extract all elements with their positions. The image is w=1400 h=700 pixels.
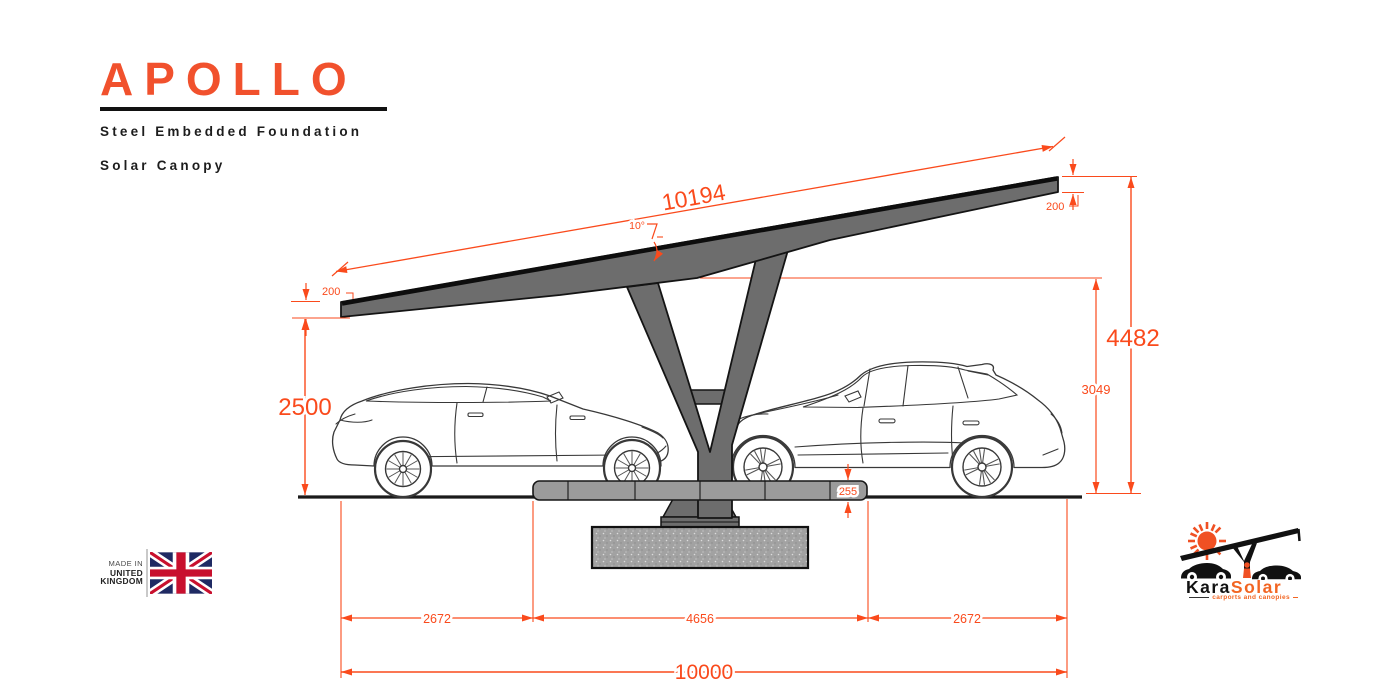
made-in-line2: UNITED	[110, 567, 143, 578]
dim-clearance-front-label: 2500	[278, 394, 331, 421]
dim-roof-length-label: 10194	[660, 179, 728, 216]
logo-left-car	[1181, 563, 1231, 580]
dim-extension-lines	[340, 499, 1068, 678]
flag-divider	[146, 549, 148, 597]
dim-bay-right-label: 2672	[953, 612, 981, 626]
sedan-car	[331, 382, 669, 499]
sedan-rear-wheel	[373, 439, 433, 499]
made-in-uk-badge: MADE IN UNITED KINGDOM	[96, 549, 212, 597]
foundation-block	[590, 525, 810, 570]
logo-tagline-row: carports and canopies	[1186, 594, 1298, 601]
brand-kara: Kara	[1186, 577, 1231, 597]
suv-rear-wheel	[950, 435, 1014, 499]
dim-bay-chain: 2672 4656 2672	[341, 610, 1067, 629]
tagline-dash-right	[1293, 596, 1298, 599]
product-subtitle: Steel Embedded Foundation Solar Canopy	[100, 123, 362, 174]
product-title: APOLLO	[100, 53, 358, 105]
canopy-icon	[1180, 528, 1301, 561]
dim-bay-left-label: 2672	[423, 612, 451, 626]
dim-overall-width: 10000	[341, 659, 1067, 687]
karasolar-wordmark: KaraSolar	[1186, 577, 1282, 598]
title-underline	[100, 107, 387, 111]
logo-right-car	[1252, 565, 1301, 580]
dim-clearance-front: 2500	[276, 319, 334, 495]
dim-panel-edge-right-label: 200	[1046, 201, 1064, 213]
dim-overall-height-label: 4482	[1106, 325, 1159, 352]
dim-bay-center-label: 4656	[686, 612, 714, 626]
subtitle-line2: Solar Canopy	[100, 158, 226, 173]
dim-roof-angle-label: 10°	[629, 220, 645, 232]
uk-flag-icon	[149, 552, 212, 594]
dim-panel-edge-right: 200	[1044, 159, 1084, 216]
dim-panel-edge-left-label: 200	[322, 286, 340, 298]
kerb-plinth	[532, 480, 868, 501]
dim-overall-height: 4482	[1062, 175, 1162, 495]
suv-car	[729, 361, 1066, 499]
dim-kerb-height: 255	[836, 464, 860, 518]
dim-panel-edge-left: 200	[291, 283, 354, 336]
subtitle-line1: Steel Embedded Foundation	[100, 124, 363, 139]
dim-under-frame: 3049	[1079, 279, 1113, 493]
made-in-line3: KINGDOM	[100, 576, 143, 587]
dim-under-frame-label: 3049	[1082, 382, 1111, 397]
logo-person-icon	[1243, 562, 1251, 578]
tagline-dash-left	[1189, 596, 1210, 599]
logo-column-icon	[1232, 543, 1257, 578]
made-in-line1: MADE IN	[108, 559, 143, 569]
karasolar-logo-graphic	[1180, 522, 1301, 580]
logo-tagline: carports and canopies	[1212, 594, 1290, 601]
brand-solar: Solar	[1230, 577, 1283, 597]
dim-kerb-height-label: 255	[839, 486, 857, 498]
dim-roof-angle: 10°	[627, 218, 664, 262]
dim-overall-width-label: 10000	[675, 661, 733, 684]
